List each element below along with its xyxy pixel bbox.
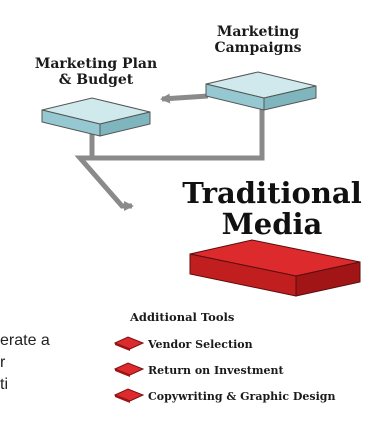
clipped-text-line1: erate a	[0, 332, 50, 349]
red-diamond-icon	[114, 362, 144, 377]
campaigns-label-line1: Marketing	[216, 24, 300, 40]
tool-item-copywriting-graphic-design: Copywriting & Graphic Design	[114, 388, 335, 404]
traditional-media-label-line1: Traditional	[182, 176, 362, 210]
tool-item-return-on-investment: Return on Investment	[114, 362, 284, 378]
plan-budget-box	[41, 97, 151, 137]
plan-budget-label: Marketing Plan & Budget	[22, 56, 170, 88]
clipped-text-line3: ti	[0, 376, 8, 393]
connector-campaigns-to-media	[74, 104, 265, 211]
traditional-media-box	[189, 239, 361, 297]
tool-item-vendor-selection: Vendor Selection	[114, 336, 253, 352]
campaigns-label: Marketing Campaigns	[192, 24, 324, 56]
tool-label: Return on Investment	[148, 363, 284, 377]
red-diamond-icon	[114, 336, 144, 351]
additional-tools-heading: Additional Tools	[130, 310, 235, 324]
plan-budget-label-line1: Marketing Plan	[34, 56, 158, 72]
traditional-media-label: Traditional Media	[164, 178, 380, 240]
arrow-campaigns-to-plan	[160, 93, 209, 104]
clipped-body-text: erate a r ti	[0, 330, 50, 396]
red-diamond-icon	[114, 388, 144, 403]
tool-label: Copywriting & Graphic Design	[148, 389, 336, 403]
campaigns-label-line2: Campaigns	[214, 40, 302, 56]
plan-budget-label-line2: & Budget	[58, 72, 134, 88]
campaigns-box	[205, 71, 317, 111]
clipped-text-line2: r	[0, 354, 6, 371]
tool-label: Vendor Selection	[148, 337, 253, 351]
traditional-media-label-line2: Media	[221, 207, 323, 241]
